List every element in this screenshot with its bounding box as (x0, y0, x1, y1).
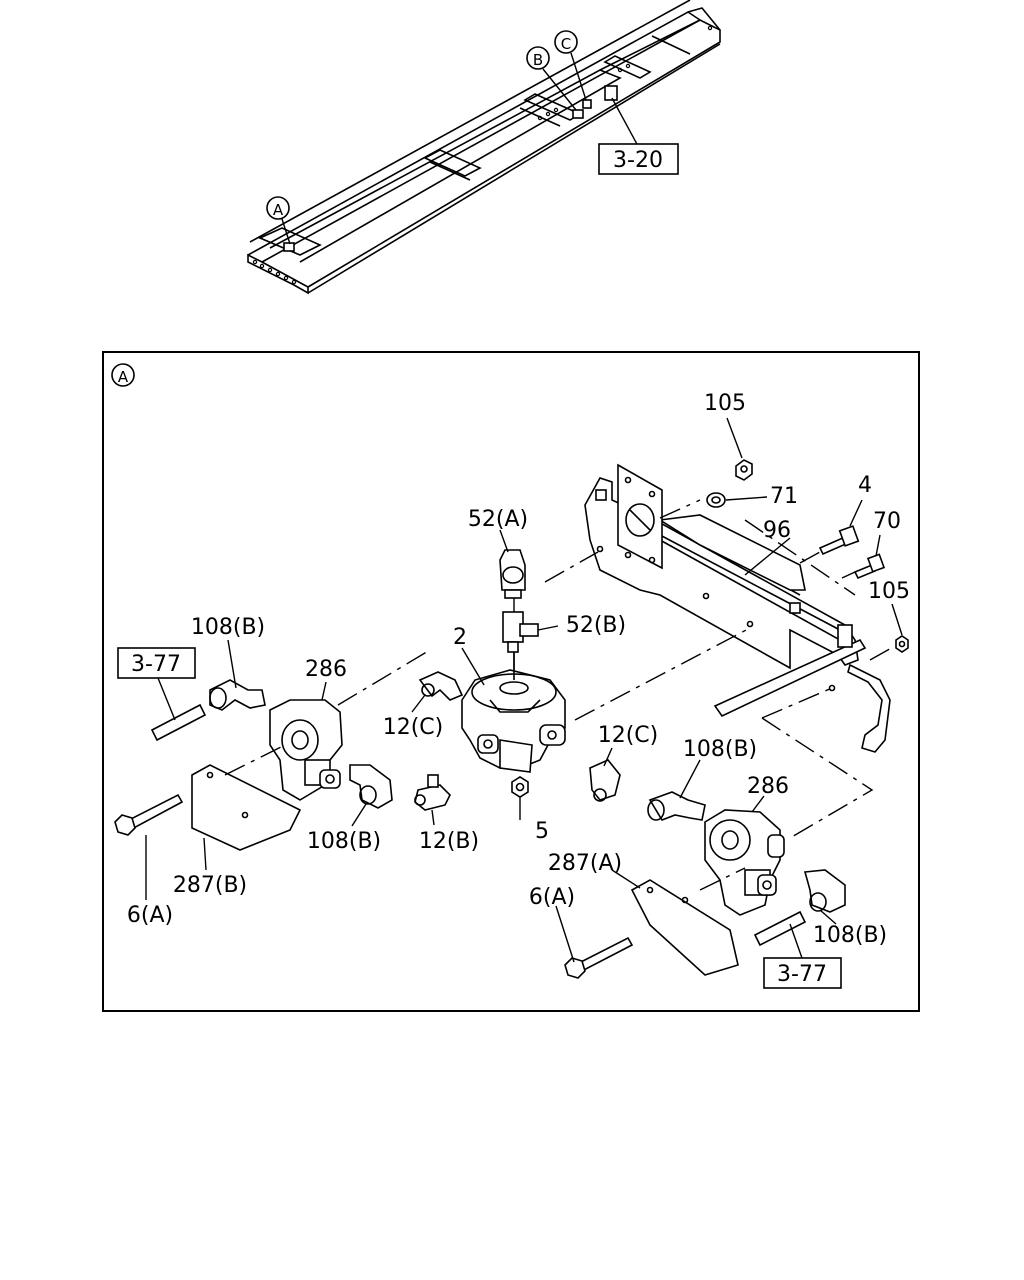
label-12c-left: 12(C) (383, 715, 444, 740)
bolt-4 (818, 525, 860, 556)
valve-286-left (269, 699, 343, 801)
callout-b-circle (526, 46, 550, 70)
callout-b-label: B (533, 51, 543, 69)
ref-3-77-right-label[interactable]: 3-77 (777, 962, 827, 987)
pipe-right (753, 910, 807, 947)
label-4: 4 (858, 473, 872, 498)
label-96: 96 (763, 518, 791, 543)
elbow-108b-lower-right (803, 869, 846, 913)
valve-286-right (704, 809, 785, 916)
label-52b: 52(B) (566, 613, 626, 638)
relay-valve-2 (461, 645, 566, 773)
label-12b: 12(B) (419, 829, 479, 854)
elbow-108b-upper-right (647, 791, 706, 821)
callout-c-circle (554, 30, 578, 54)
elbow-108b-upper-left (209, 679, 266, 711)
label-105-top: 105 (704, 391, 746, 416)
chassis-frame-overview: A B C 3-20 (247, 0, 721, 295)
label-105-right: 105 (868, 579, 910, 604)
detail-view-frame (102, 351, 920, 1012)
elbow-12c-right (589, 759, 621, 802)
view-a-circle (111, 363, 135, 387)
label-286-right: 286 (747, 774, 789, 799)
washer-71 (706, 492, 726, 508)
part-labels: 105 71 4 70 96 105 52(A) 52(B) 2 108(B) … (127, 391, 910, 948)
label-52a: 52(A) (468, 507, 528, 532)
label-2: 2 (453, 625, 467, 650)
ref-3-20-label[interactable]: 3-20 (613, 148, 663, 173)
label-6a-left: 6(A) (127, 903, 173, 928)
label-6a-right: 6(A) (529, 885, 575, 910)
tee-12b (414, 774, 451, 811)
pipe-left (150, 703, 207, 742)
bolt-70 (853, 553, 886, 580)
shield-287a (630, 879, 739, 976)
callout-a-circle (266, 196, 290, 220)
bolt-6a-left (114, 793, 184, 836)
label-108b-upper-left: 108(B) (191, 615, 265, 640)
label-5: 5 (535, 819, 549, 844)
nut-105-right (895, 635, 909, 653)
shield-287b (191, 764, 302, 851)
label-286-left: 286 (305, 657, 347, 682)
label-70: 70 (873, 509, 901, 534)
label-12c-right: 12(C) (598, 723, 659, 748)
ref-3-77-left-label[interactable]: 3-77 (131, 652, 181, 677)
ref-box-3-20[interactable] (598, 143, 679, 175)
label-287a: 287(A) (548, 851, 622, 876)
label-108b-upper-right: 108(B) (683, 737, 757, 762)
ref-box-3-77-left[interactable] (117, 647, 196, 679)
plug-5 (511, 776, 529, 798)
fitting-52a (499, 549, 526, 599)
label-108b-lower-left: 108(B) (307, 829, 381, 854)
elbow-108b-lower-left (349, 764, 393, 809)
label-287b: 287(B) (173, 873, 247, 898)
view-a-label: A (118, 368, 129, 386)
bracket-96 (584, 463, 891, 753)
callout-a-label: A (273, 201, 284, 219)
callout-c-label: C (561, 35, 571, 53)
label-108b-lower-right: 108(B) (813, 923, 887, 948)
fitting-52b (502, 611, 539, 653)
bolt-6a-right (564, 936, 634, 979)
detail-parts: 3-77 3-77 105 71 4 70 96 105 52(A) 52(B)… (114, 391, 910, 989)
label-71: 71 (770, 484, 798, 509)
ref-box-3-77-right[interactable] (763, 957, 842, 989)
leader-lines (145, 417, 903, 963)
elbow-12c-left (418, 671, 464, 701)
nut-105-top (735, 459, 753, 481)
